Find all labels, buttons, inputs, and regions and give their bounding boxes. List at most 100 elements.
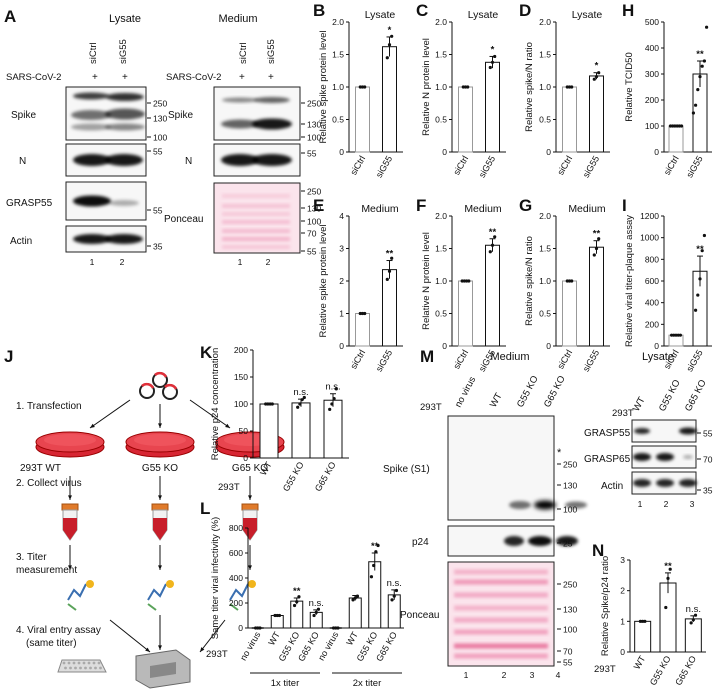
row-label: Spike (S1) xyxy=(383,464,430,475)
step-label: 2. Collect virus xyxy=(16,478,82,489)
arrow xyxy=(189,399,231,429)
mw-label: 70 xyxy=(563,647,573,657)
y-tick-label: 0 xyxy=(546,341,551,351)
ponceau-band xyxy=(222,245,290,249)
y-tick-label: 1 xyxy=(339,309,344,319)
mw-label: 55 xyxy=(153,147,163,157)
y-tick-label: 1.5 xyxy=(332,50,344,60)
bar xyxy=(589,75,604,153)
blot-band2 xyxy=(534,500,556,510)
data-point xyxy=(594,246,599,251)
bar xyxy=(291,402,311,459)
ponceau-band xyxy=(454,643,548,649)
plate-well-icon xyxy=(62,661,66,665)
category-label: siCtrl xyxy=(555,348,574,371)
significance-label: ** xyxy=(386,249,394,260)
blot-band xyxy=(656,453,674,461)
plate-well-icon xyxy=(69,666,72,670)
mw-label: 55 xyxy=(307,247,317,257)
row-label: Actin xyxy=(601,481,623,492)
data-point xyxy=(302,395,306,400)
ponceau-band xyxy=(454,617,548,623)
category-label: WT xyxy=(344,630,360,648)
bar xyxy=(562,280,577,347)
data-point xyxy=(698,277,702,281)
y-axis-label: Relative spike protein level xyxy=(318,30,329,143)
data-point xyxy=(292,603,297,608)
data-point xyxy=(353,596,357,600)
sirna-label: siG55 xyxy=(266,39,277,64)
blot-band xyxy=(679,427,697,435)
blot-band xyxy=(73,154,111,166)
data-point xyxy=(358,311,362,316)
category-label: G65 KO xyxy=(313,460,338,493)
blot-band xyxy=(634,428,650,434)
star-mark: * xyxy=(557,447,562,459)
row-label: GRASP55 xyxy=(6,198,53,209)
data-point xyxy=(664,605,668,610)
data-point xyxy=(672,333,676,337)
y-tick-label: 2 xyxy=(620,586,625,596)
cell-label: 293T xyxy=(206,649,228,660)
data-point xyxy=(372,563,376,568)
panel-letter-K: K xyxy=(200,343,213,362)
data-point xyxy=(390,34,394,38)
mw-label: 100 xyxy=(307,217,321,227)
data-point xyxy=(691,111,696,115)
y-tick-label: 800 xyxy=(229,523,243,533)
ponceau-band xyxy=(222,204,290,208)
lane-number: 2 xyxy=(502,670,507,680)
bar xyxy=(485,61,500,153)
bar xyxy=(323,399,343,459)
y-tick-label: 4 xyxy=(339,211,344,221)
y-tick-label: 50 xyxy=(239,426,249,436)
tube-cap-icon xyxy=(61,503,79,511)
significance-label: ** xyxy=(696,49,704,60)
y-tick-label: 2.0 xyxy=(435,17,447,27)
dish-label: G55 KO xyxy=(142,463,178,474)
plate-well-icon xyxy=(74,666,77,670)
lane-number: 1 xyxy=(90,257,95,267)
chart-title: Medium xyxy=(361,203,399,215)
data-point xyxy=(297,595,301,599)
category-label: siG55 xyxy=(374,154,394,179)
data-point xyxy=(676,333,680,337)
plate-well-icon xyxy=(87,661,91,665)
plate-well-icon xyxy=(64,666,67,670)
arrow-head xyxy=(158,565,162,570)
mw-label: 250 xyxy=(153,99,167,109)
plate-well-icon xyxy=(79,666,82,670)
lane-label: G65 KO xyxy=(683,378,709,413)
cell-label: 293T xyxy=(612,408,634,419)
data-point xyxy=(675,124,679,128)
y-tick-label: 0 xyxy=(238,623,243,633)
data-point xyxy=(390,598,394,602)
mw-label: 70 xyxy=(307,229,317,239)
y-tick-label: 400 xyxy=(645,298,659,308)
y-axis-label: Relative spike protein level xyxy=(318,224,329,337)
ponceau-band xyxy=(222,220,290,224)
row-label: N xyxy=(19,156,26,167)
data-point xyxy=(385,277,389,281)
lane-number: 2 xyxy=(266,257,271,267)
step-label: 3. Titer xyxy=(16,552,47,563)
antibody-icon xyxy=(229,583,249,601)
data-point xyxy=(332,397,336,401)
mw-label: 130 xyxy=(307,120,321,130)
cell-label: 293T xyxy=(420,402,442,413)
category-label: siG55 xyxy=(374,348,394,373)
data-point xyxy=(273,613,277,618)
data-point xyxy=(565,85,569,89)
mw-label: 25 xyxy=(563,539,573,549)
y-axis-label: Relative Spike/p24 ratio xyxy=(600,556,611,656)
y-tick-label: 100 xyxy=(645,121,659,131)
sirna-label: siCtrl xyxy=(238,42,249,64)
y-tick-label: 0.5 xyxy=(539,309,551,319)
mw-label: 35 xyxy=(703,486,713,496)
row-label: Actin xyxy=(10,236,32,247)
y-tick-label: 1200 xyxy=(640,211,659,221)
mw-label: 250 xyxy=(307,187,321,197)
data-point xyxy=(673,124,677,128)
arrow-head xyxy=(248,495,252,500)
category-label: siCtrl xyxy=(451,154,470,177)
